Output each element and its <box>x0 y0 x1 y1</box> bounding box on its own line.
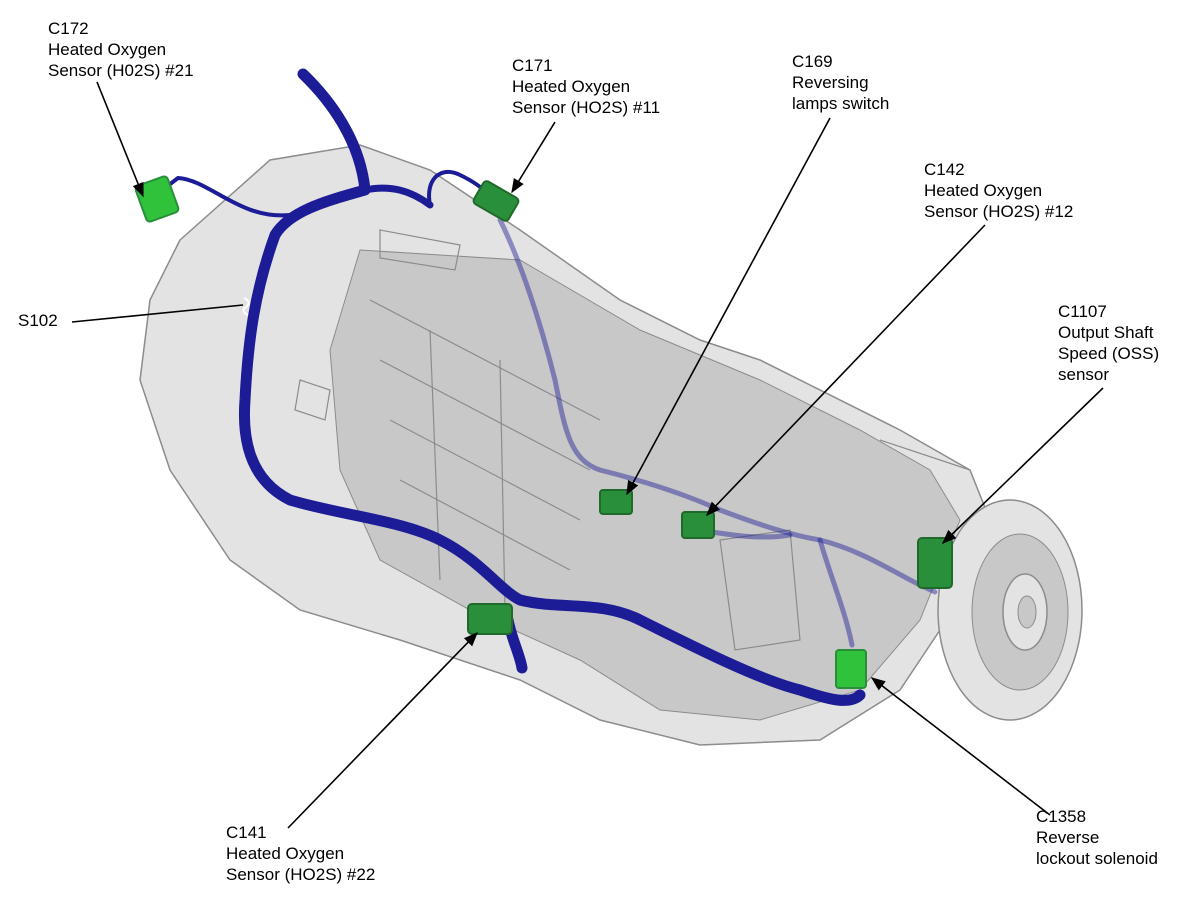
label-c142: C142 Heated Oxygen Sensor (HO2S) #12 <box>924 159 1073 222</box>
s102-splice <box>242 297 250 316</box>
label-c1107-line3: Speed (OSS) <box>1058 344 1160 363</box>
case-ribs <box>294 229 971 651</box>
label-c172-line2: Heated Oxygen <box>48 40 167 59</box>
label-c169-line1: C169 <box>792 52 833 71</box>
label-c1107-line4: sensor <box>1058 365 1110 384</box>
harness-c1358-branch <box>817 537 855 648</box>
label-c1358-line2: Reverse <box>1036 828 1100 847</box>
label-c169: C169 Reversing lamps switch <box>792 51 889 114</box>
label-c171-line3: Sensor (HO2S) #11 <box>512 98 661 117</box>
label-c171: C171 Heated Oxygen Sensor (HO2S) #11 <box>512 55 660 118</box>
connector-c172 <box>134 175 180 223</box>
connector-c171 <box>472 180 520 222</box>
leader-s102 <box>71 304 244 323</box>
leader-c172 <box>96 81 144 198</box>
harness-top-branch <box>361 184 434 209</box>
label-c142-line1: C142 <box>924 160 965 179</box>
connector-c141 <box>467 603 513 635</box>
output-flange <box>937 499 1083 721</box>
label-c172-line1: C172 <box>48 19 89 38</box>
connector-c142 <box>681 511 715 539</box>
leader-lines <box>71 81 1104 829</box>
label-c169-line3: lamps switch <box>792 94 890 113</box>
connector-c1358 <box>835 649 867 689</box>
label-s102-line1: S102 <box>18 311 58 330</box>
label-c1358-line3: lockout solenoid <box>1036 849 1158 868</box>
label-c141: C141 Heated Oxygen Sensor (HO2S) #22 <box>226 822 375 885</box>
label-c1358: C1358 Reverse lockout solenoid <box>1036 806 1158 869</box>
leader-c171 <box>511 121 556 194</box>
harness-c172-branch <box>163 176 292 218</box>
label-c169-line2: Reversing <box>792 73 869 92</box>
leader-c169 <box>626 117 831 496</box>
connectors <box>134 175 953 689</box>
connector-c169 <box>599 489 633 515</box>
label-c1107-line2: Output Shaft <box>1058 323 1154 342</box>
transmission-housing <box>139 144 1083 746</box>
label-c142-line2: Heated Oxygen <box>924 181 1043 200</box>
label-c141-line1: C141 <box>226 823 267 842</box>
leader-c141 <box>287 631 479 829</box>
connector-c1107 <box>917 537 953 589</box>
label-c141-line2: Heated Oxygen <box>226 844 345 863</box>
label-c1358-line1: C1358 <box>1036 807 1087 826</box>
label-c171-line2: Heated Oxygen <box>512 77 631 96</box>
label-s102: S102 <box>18 310 58 331</box>
label-c1107: C1107 Output Shaft Speed (OSS) sensor <box>1058 301 1159 385</box>
leader-c1358 <box>870 677 1051 816</box>
label-c171-line1: C171 <box>512 56 553 75</box>
label-c172: C172 Heated Oxygen Sensor (H02S) #21 <box>48 18 194 81</box>
harness-rear-run <box>497 217 938 595</box>
harness-main-trunk <box>238 68 866 706</box>
leader-c142 <box>706 224 986 517</box>
leader-c1107 <box>941 387 1104 545</box>
label-c141-line3: Sensor (HO2S) #22 <box>226 865 376 884</box>
label-c142-line3: Sensor (HO2S) #12 <box>924 202 1074 221</box>
label-c1107-line1: C1107 <box>1058 302 1107 321</box>
label-c172-line3: Sensor (H02S) #21 <box>48 61 194 80</box>
